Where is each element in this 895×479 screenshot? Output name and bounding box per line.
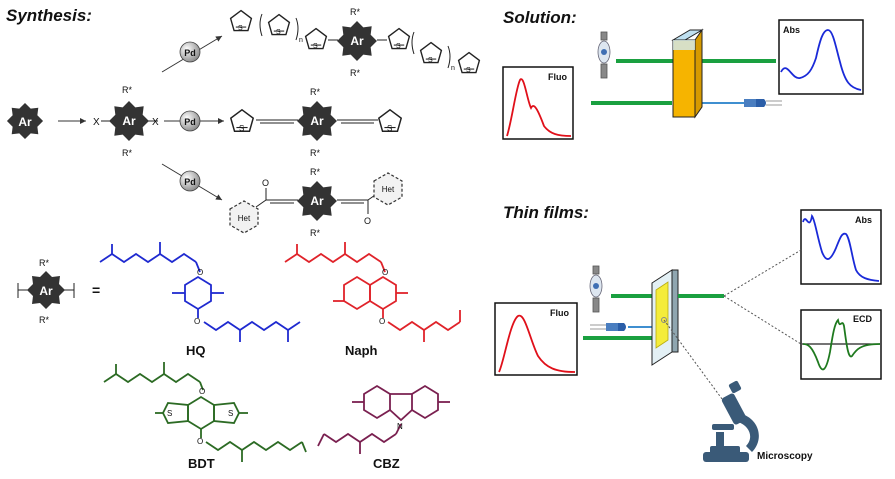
svg-text:S: S [466, 67, 471, 74]
svg-text:Ar: Ar [310, 194, 324, 208]
svg-text:R*: R* [122, 85, 132, 95]
svg-text:Ar: Ar [122, 114, 136, 128]
svg-text:R*: R* [310, 228, 320, 238]
microscope-icon [703, 380, 759, 462]
dotted-link-ecd [723, 295, 802, 345]
svg-text:Ar: Ar [350, 34, 364, 48]
start-ar-core: Ar [6, 102, 44, 140]
svg-text:S: S [428, 57, 433, 64]
naph-oxygen-top: O [382, 268, 388, 277]
bdt-sulfur-right: S [228, 409, 233, 418]
svg-text:=: = [92, 282, 100, 298]
svg-text:Ar: Ar [18, 115, 32, 129]
svg-text:Abs: Abs [855, 215, 872, 225]
hq-structure [99, 242, 301, 342]
films-lamp-icon [589, 265, 603, 313]
svg-text:Fluo: Fluo [550, 308, 569, 318]
bdt-structure [103, 362, 307, 462]
svg-text:Abs: Abs [783, 25, 800, 35]
svg-text:n: n [299, 37, 303, 44]
product-ethynyl-thiophene: S Ar R* R* S [230, 87, 402, 158]
hq-oxygen-top: O [197, 268, 203, 277]
svg-text:Fluo: Fluo [548, 72, 567, 82]
solution-lamp-icon [597, 31, 611, 79]
svg-text:Het: Het [238, 214, 251, 223]
synthesis-heading: Synthesis: [6, 6, 92, 25]
svg-text:R*: R* [39, 315, 49, 325]
microscopy-label: Microscopy [757, 451, 813, 462]
naph-structure [284, 242, 461, 342]
bdt-sulfur-left: S [167, 409, 172, 418]
svg-text:S: S [239, 124, 244, 133]
svg-text:Ar: Ar [39, 284, 53, 298]
svg-text:O: O [364, 216, 371, 226]
svg-text:R*: R* [39, 258, 49, 268]
ar-definition: Ar R* R* = [17, 258, 100, 325]
svg-text:R*: R* [310, 148, 320, 158]
product-oligothiophene: S S n S Ar R* R* S S n S [229, 7, 481, 78]
naph-oxygen-bottom: O [379, 317, 385, 326]
svg-text:Ar: Ar [310, 114, 324, 128]
thin-film-slide [651, 269, 679, 366]
svg-text:X: X [93, 117, 100, 128]
solution-abs-panel: Abs [778, 19, 864, 95]
bdt-oxygen-top: O [199, 387, 205, 396]
svg-text:O: O [262, 178, 269, 188]
svg-text:S: S [387, 124, 392, 133]
svg-text:Het: Het [382, 185, 395, 194]
svg-text:R*: R* [122, 148, 132, 158]
svg-text:ECD: ECD [853, 314, 873, 324]
bdt-label: BDT [188, 456, 215, 471]
films-ecd-panel: ECD [800, 309, 882, 380]
cbz-nitrogen: N [397, 422, 403, 431]
films-abs-panel: Abs [800, 209, 882, 285]
naph-label: Naph [345, 343, 378, 358]
dotted-link-abs [723, 249, 802, 297]
dihalo-ar-core: X Ar X R* R* [93, 85, 159, 158]
bdt-oxygen-bottom: O [197, 437, 203, 446]
svg-text:R*: R* [310, 87, 320, 97]
hq-label: HQ [186, 343, 206, 358]
cbz-structure [317, 384, 450, 454]
svg-text:R*: R* [350, 68, 360, 78]
solution-led-icon [744, 99, 782, 107]
pd-catalyst-top: Pd [161, 35, 223, 73]
product-ynone: Het O Ar R* R* O Het [229, 167, 403, 238]
svg-text:Pd: Pd [184, 48, 196, 58]
svg-text:S: S [238, 25, 243, 32]
cbz-label: CBZ [373, 456, 400, 471]
svg-text:Pd: Pd [184, 117, 196, 127]
svg-text:S: S [276, 29, 281, 36]
svg-text:n: n [451, 65, 455, 72]
films-led-icon [590, 323, 660, 331]
pd-catalyst-bottom: Pd [161, 163, 223, 201]
solution-heading: Solution: [503, 8, 577, 27]
svg-text:R*: R* [350, 7, 360, 17]
hq-oxygen-bottom: O [194, 317, 200, 326]
svg-text:Pd: Pd [184, 177, 196, 187]
svg-text:S: S [313, 43, 318, 50]
thin-films-heading: Thin films: [503, 203, 589, 222]
svg-text:R*: R* [310, 167, 320, 177]
films-fluo-panel: Fluo [494, 302, 578, 376]
svg-text:X: X [152, 117, 159, 128]
cuvette [671, 28, 704, 119]
pd-catalyst-middle: Pd [164, 110, 224, 132]
solution-fluo-panel: Fluo [502, 66, 574, 140]
svg-text:S: S [396, 43, 401, 50]
